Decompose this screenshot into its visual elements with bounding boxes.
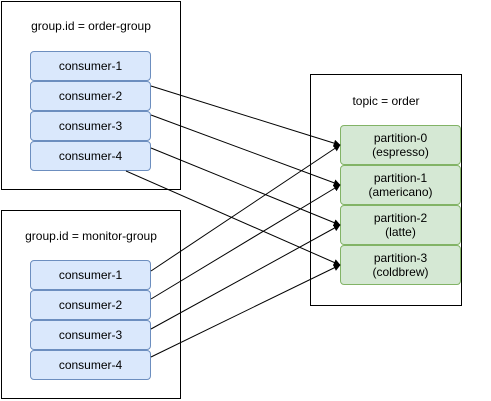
partition-1-subtitle: (americano)	[368, 185, 433, 199]
partition-1[interactable]: partition-1 (americano)	[340, 165, 461, 205]
monitor-consumer-1[interactable]: consumer-1	[30, 260, 151, 290]
partition-3-name: partition-3	[373, 251, 428, 265]
partition-0-subtitle: (espresso)	[372, 145, 429, 159]
partition-2-subtitle: (latte)	[385, 225, 416, 239]
monitor-consumer-3[interactable]: consumer-3	[30, 320, 151, 350]
order-group-title: group.id = order-group	[31, 19, 151, 33]
partition-0[interactable]: partition-0 (espresso)	[340, 125, 461, 165]
partition-2[interactable]: partition-2 (latte)	[340, 205, 461, 245]
partition-1-name: partition-1	[373, 171, 428, 185]
partition-3[interactable]: partition-3 (coldbrew)	[340, 245, 461, 285]
partition-3-subtitle: (coldbrew)	[372, 265, 429, 279]
partition-0-name: partition-0	[373, 131, 428, 145]
order-consumer-4[interactable]: consumer-4	[30, 141, 151, 171]
partition-2-name: partition-2	[373, 211, 428, 225]
order-consumer-2[interactable]: consumer-2	[30, 81, 151, 111]
monitor-group-title: group.id = monitor-group	[25, 229, 157, 243]
order-consumer-3[interactable]: consumer-3	[30, 111, 151, 141]
monitor-consumer-4[interactable]: consumer-4	[30, 350, 151, 380]
order-consumer-1[interactable]: consumer-1	[30, 51, 151, 81]
monitor-consumer-2[interactable]: consumer-2	[30, 290, 151, 320]
topic-title: topic = order	[352, 94, 420, 108]
